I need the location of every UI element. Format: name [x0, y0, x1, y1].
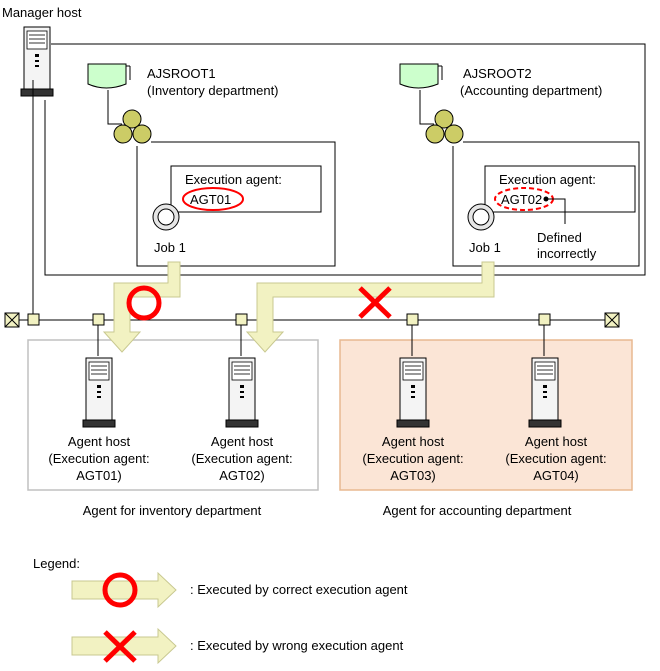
accounting-agent-group [339, 339, 633, 491]
agent-host-sub: (Execution agent: [362, 451, 463, 466]
correct-mark-icon [126, 285, 162, 321]
network-terminator-left [4, 312, 20, 328]
correct-execution-arrow [102, 261, 181, 353]
job-label: Job 1 [469, 240, 501, 255]
agent-host-sub: (Execution agent: [48, 451, 149, 466]
agent-server-icon-agt03 [396, 357, 430, 428]
agent-host-sub: (Execution agent: [191, 451, 292, 466]
agent-host-id: AGT01) [76, 468, 122, 483]
unit-name: AJSROOT1 [147, 66, 216, 81]
agent-host-label: Agent host [525, 434, 588, 449]
note-line2: incorrectly [537, 246, 597, 261]
legend-wrong-text: : Executed by wrong execution agent [190, 638, 404, 653]
legend-title: Legend: [33, 556, 80, 571]
jobnet-frame [136, 141, 336, 267]
note-line1: Defined [537, 230, 582, 245]
manager-host-label: Manager host [2, 5, 82, 20]
legend-correct-arrow [71, 571, 177, 609]
legend-wrong-mark-icon [103, 630, 137, 663]
agent-host-label: Agent host [68, 434, 131, 449]
exec-agent-label: Execution agent: [185, 172, 282, 187]
agent-host-id: AGT02) [219, 468, 265, 483]
exec-agent-value: AGT01 [190, 192, 231, 207]
jobnet-circle-icon [122, 109, 142, 129]
job-definition-box [484, 165, 636, 213]
inventory-agent-group [27, 339, 319, 491]
unit-name: AJSROOT2 [463, 66, 532, 81]
agent-host-sub: (Execution agent: [505, 451, 606, 466]
jobnet-circle-icon [434, 109, 454, 129]
legend-correct-mark-icon [102, 572, 138, 608]
network-terminator-right [604, 312, 620, 328]
agent-host-label: Agent host [382, 434, 445, 449]
legend: Legend: : Executed by correct execution … [33, 556, 408, 665]
unit-dept: (Accounting department) [460, 83, 602, 98]
agent-server-icon-agt02 [225, 357, 259, 428]
agent-host-label: Agent host [211, 434, 274, 449]
wrong-execution-arrow [245, 261, 495, 353]
exec-agent-label: Execution agent: [499, 172, 596, 187]
manager-server-icon [20, 26, 54, 97]
agent-server-icon-agt01 [82, 357, 116, 428]
agent-server-icon-agt04 [528, 357, 562, 428]
inventory-group-label: Agent for inventory department [83, 503, 262, 518]
job-definition-box [170, 165, 322, 213]
wrong-mark-icon [358, 286, 392, 319]
agent-host-id: AGT04) [533, 468, 579, 483]
manager-scope-frame [44, 43, 646, 276]
exec-agent-value: AGT02 [501, 192, 542, 207]
unit-ajsroot1: AJSROOT1 (Inventory department) Executio… [87, 63, 336, 267]
jobnet-frame [452, 141, 640, 267]
job-label: Job 1 [154, 240, 186, 255]
unit-ajsroot2: AJSROOT2 (Accounting department) Executi… [399, 63, 640, 267]
agent-host-id: AGT03) [390, 468, 436, 483]
root-jobnet-icon [399, 63, 439, 89]
root-jobnet-icon [87, 63, 127, 89]
unit-dept: (Inventory department) [147, 83, 279, 98]
legend-correct-text: : Executed by correct execution agent [190, 582, 408, 597]
correct-agent-highlight [182, 187, 244, 211]
manager-host: Manager host [2, 5, 82, 97]
accounting-group-label: Agent for accounting department [383, 503, 572, 518]
